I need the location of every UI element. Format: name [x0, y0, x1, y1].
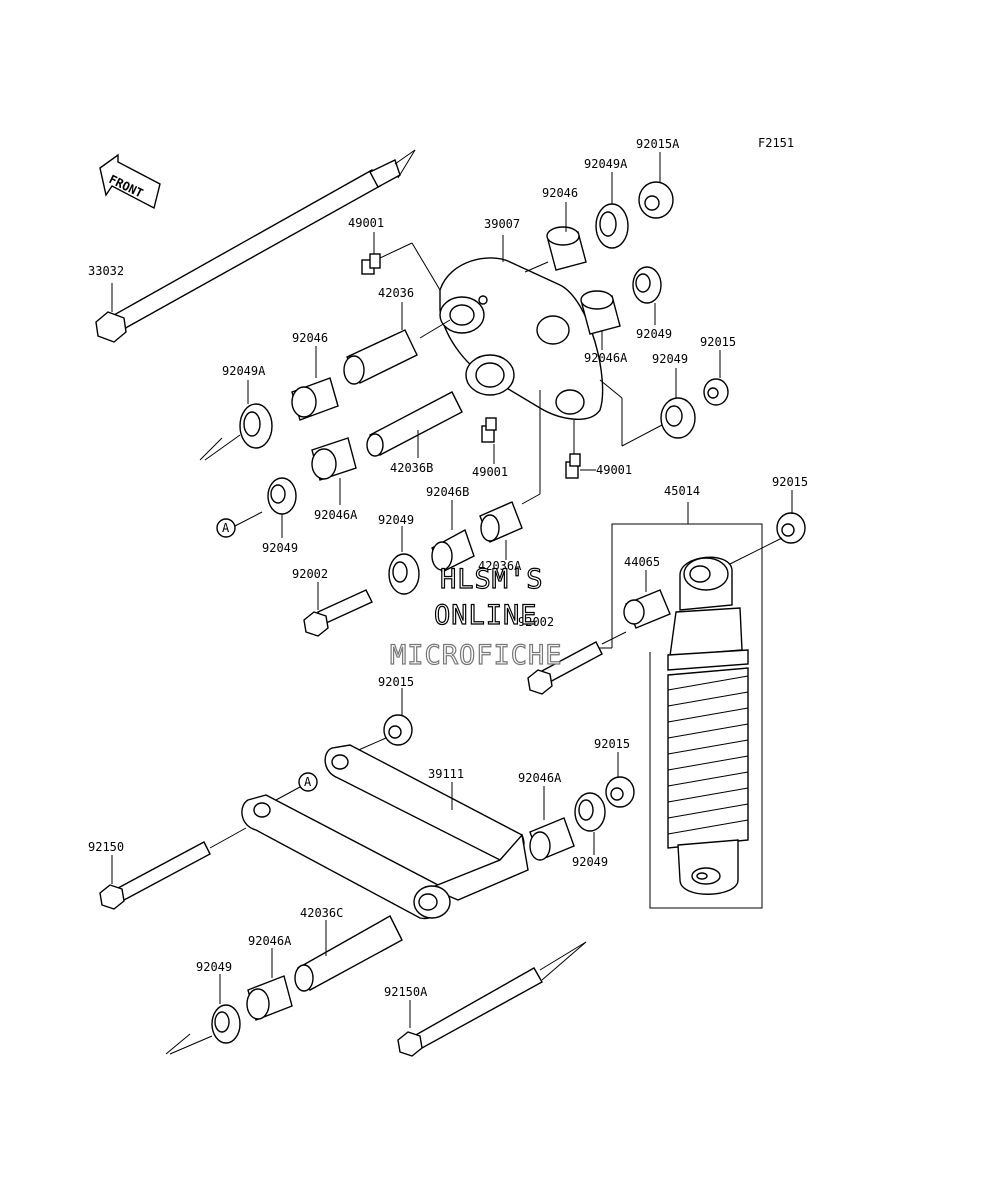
part-92049-leftA: 92049 [262, 541, 298, 555]
nut-shock-top [776, 512, 806, 544]
needle-bearing-low [246, 975, 293, 1021]
needle-bearing-92046B [431, 528, 475, 573]
nut-rod [383, 714, 413, 746]
seal-right-1 [632, 266, 662, 304]
needle-bearing-left-a [311, 437, 357, 481]
part-42036A: 42036A [478, 559, 522, 573]
grease-nipple-right [565, 453, 581, 479]
part-45014: 45014 [664, 484, 700, 498]
part-49001-top: 49001 [348, 216, 384, 230]
bolt-92002-left [303, 589, 373, 637]
watermark-line-1: HLSM'S [440, 564, 544, 595]
sleeve-42036A [479, 501, 523, 543]
nut-bottom [605, 776, 635, 808]
callout-a-lower: A [298, 772, 318, 792]
watermark-line-3: MICROFICHE [390, 640, 563, 671]
collar-44065 [623, 589, 671, 629]
nut-92015A [638, 181, 674, 219]
callout-a-upper: A [216, 518, 236, 538]
part-92015A: 92015A [636, 137, 680, 151]
grease-nipple-mid [481, 417, 497, 443]
part-92049A-top: 92049A [584, 157, 628, 171]
part-92002-mid: 92002 [518, 615, 554, 629]
part-92046B: 92046B [426, 485, 469, 499]
sleeve-42036C [294, 915, 403, 992]
needle-bearing-bot [529, 817, 575, 861]
sleeve-42036 [343, 329, 418, 385]
part-92049-bot: 92049 [572, 855, 608, 869]
part-92049-low: 92049 [196, 960, 232, 974]
part-92150A: 92150A [384, 985, 428, 999]
tie-rod [241, 744, 529, 920]
part-92015-shock: 92015 [772, 475, 808, 489]
seal-right-2 [660, 397, 696, 439]
seal-left-a [267, 477, 297, 515]
part-39007: 39007 [484, 217, 520, 231]
needle-bearing-top [546, 226, 587, 271]
seal-left [239, 403, 273, 449]
part-42036B: 42036B [390, 461, 433, 475]
figure-code: F2151 [758, 136, 794, 150]
seal-low [211, 1004, 241, 1044]
seal-bot [574, 792, 606, 832]
part-92046A-bot: 92046A [518, 771, 562, 785]
watermark-line-2: ONLINE [434, 600, 538, 631]
watermark: HLSM'S ONLINE MICROFICHE [389, 563, 563, 671]
nut-right [703, 378, 729, 406]
part-92015-r: 92015 [700, 335, 736, 349]
part-92150: 92150 [88, 840, 124, 854]
part-92015-bot: 92015 [594, 737, 630, 751]
bolt-92002-mid [527, 641, 603, 695]
seal-mid [388, 553, 420, 595]
needle-bearing-left [291, 377, 339, 421]
front-arrow-icon: FRONT [99, 153, 161, 210]
pivot-shaft [95, 149, 416, 343]
part-33032: 33032 [88, 264, 124, 278]
needle-bearing-right [580, 290, 621, 335]
part-92049-r1: 92049 [636, 327, 672, 341]
grease-nipple-top [361, 253, 381, 275]
callout-a-lower-letter: A [304, 775, 312, 789]
part-42036: 42036 [378, 286, 414, 300]
bolt-92150 [99, 841, 211, 910]
sleeve-42036B [366, 391, 463, 457]
part-92046A-low: 92046A [248, 934, 292, 948]
part-92049-r2: 92049 [652, 352, 688, 366]
bolt-92150A [397, 941, 587, 1057]
seal-top [595, 203, 629, 249]
part-92002-left: 92002 [292, 567, 328, 581]
shock-absorber-outline [598, 523, 763, 909]
part-92046A-r: 92046A [584, 351, 628, 365]
part-42036C: 42036C [300, 906, 343, 920]
part-44065: 44065 [624, 555, 660, 569]
part-92046-top: 92046 [542, 186, 578, 200]
part-92049-mid: 92049 [378, 513, 414, 527]
part-39111: 39111 [428, 767, 464, 781]
part-49001-mid: 49001 [472, 465, 508, 479]
shock-absorber [667, 556, 749, 895]
rocker-arm [439, 257, 604, 420]
part-49001-right: 49001 [596, 463, 632, 477]
part-92049A-left: 92049A [222, 364, 266, 378]
callout-a-upper-letter: A [222, 521, 230, 535]
part-92046-left: 92046 [292, 331, 328, 345]
part-92046A-left: 92046A [314, 508, 358, 522]
part-92015-rod: 92015 [378, 675, 414, 689]
